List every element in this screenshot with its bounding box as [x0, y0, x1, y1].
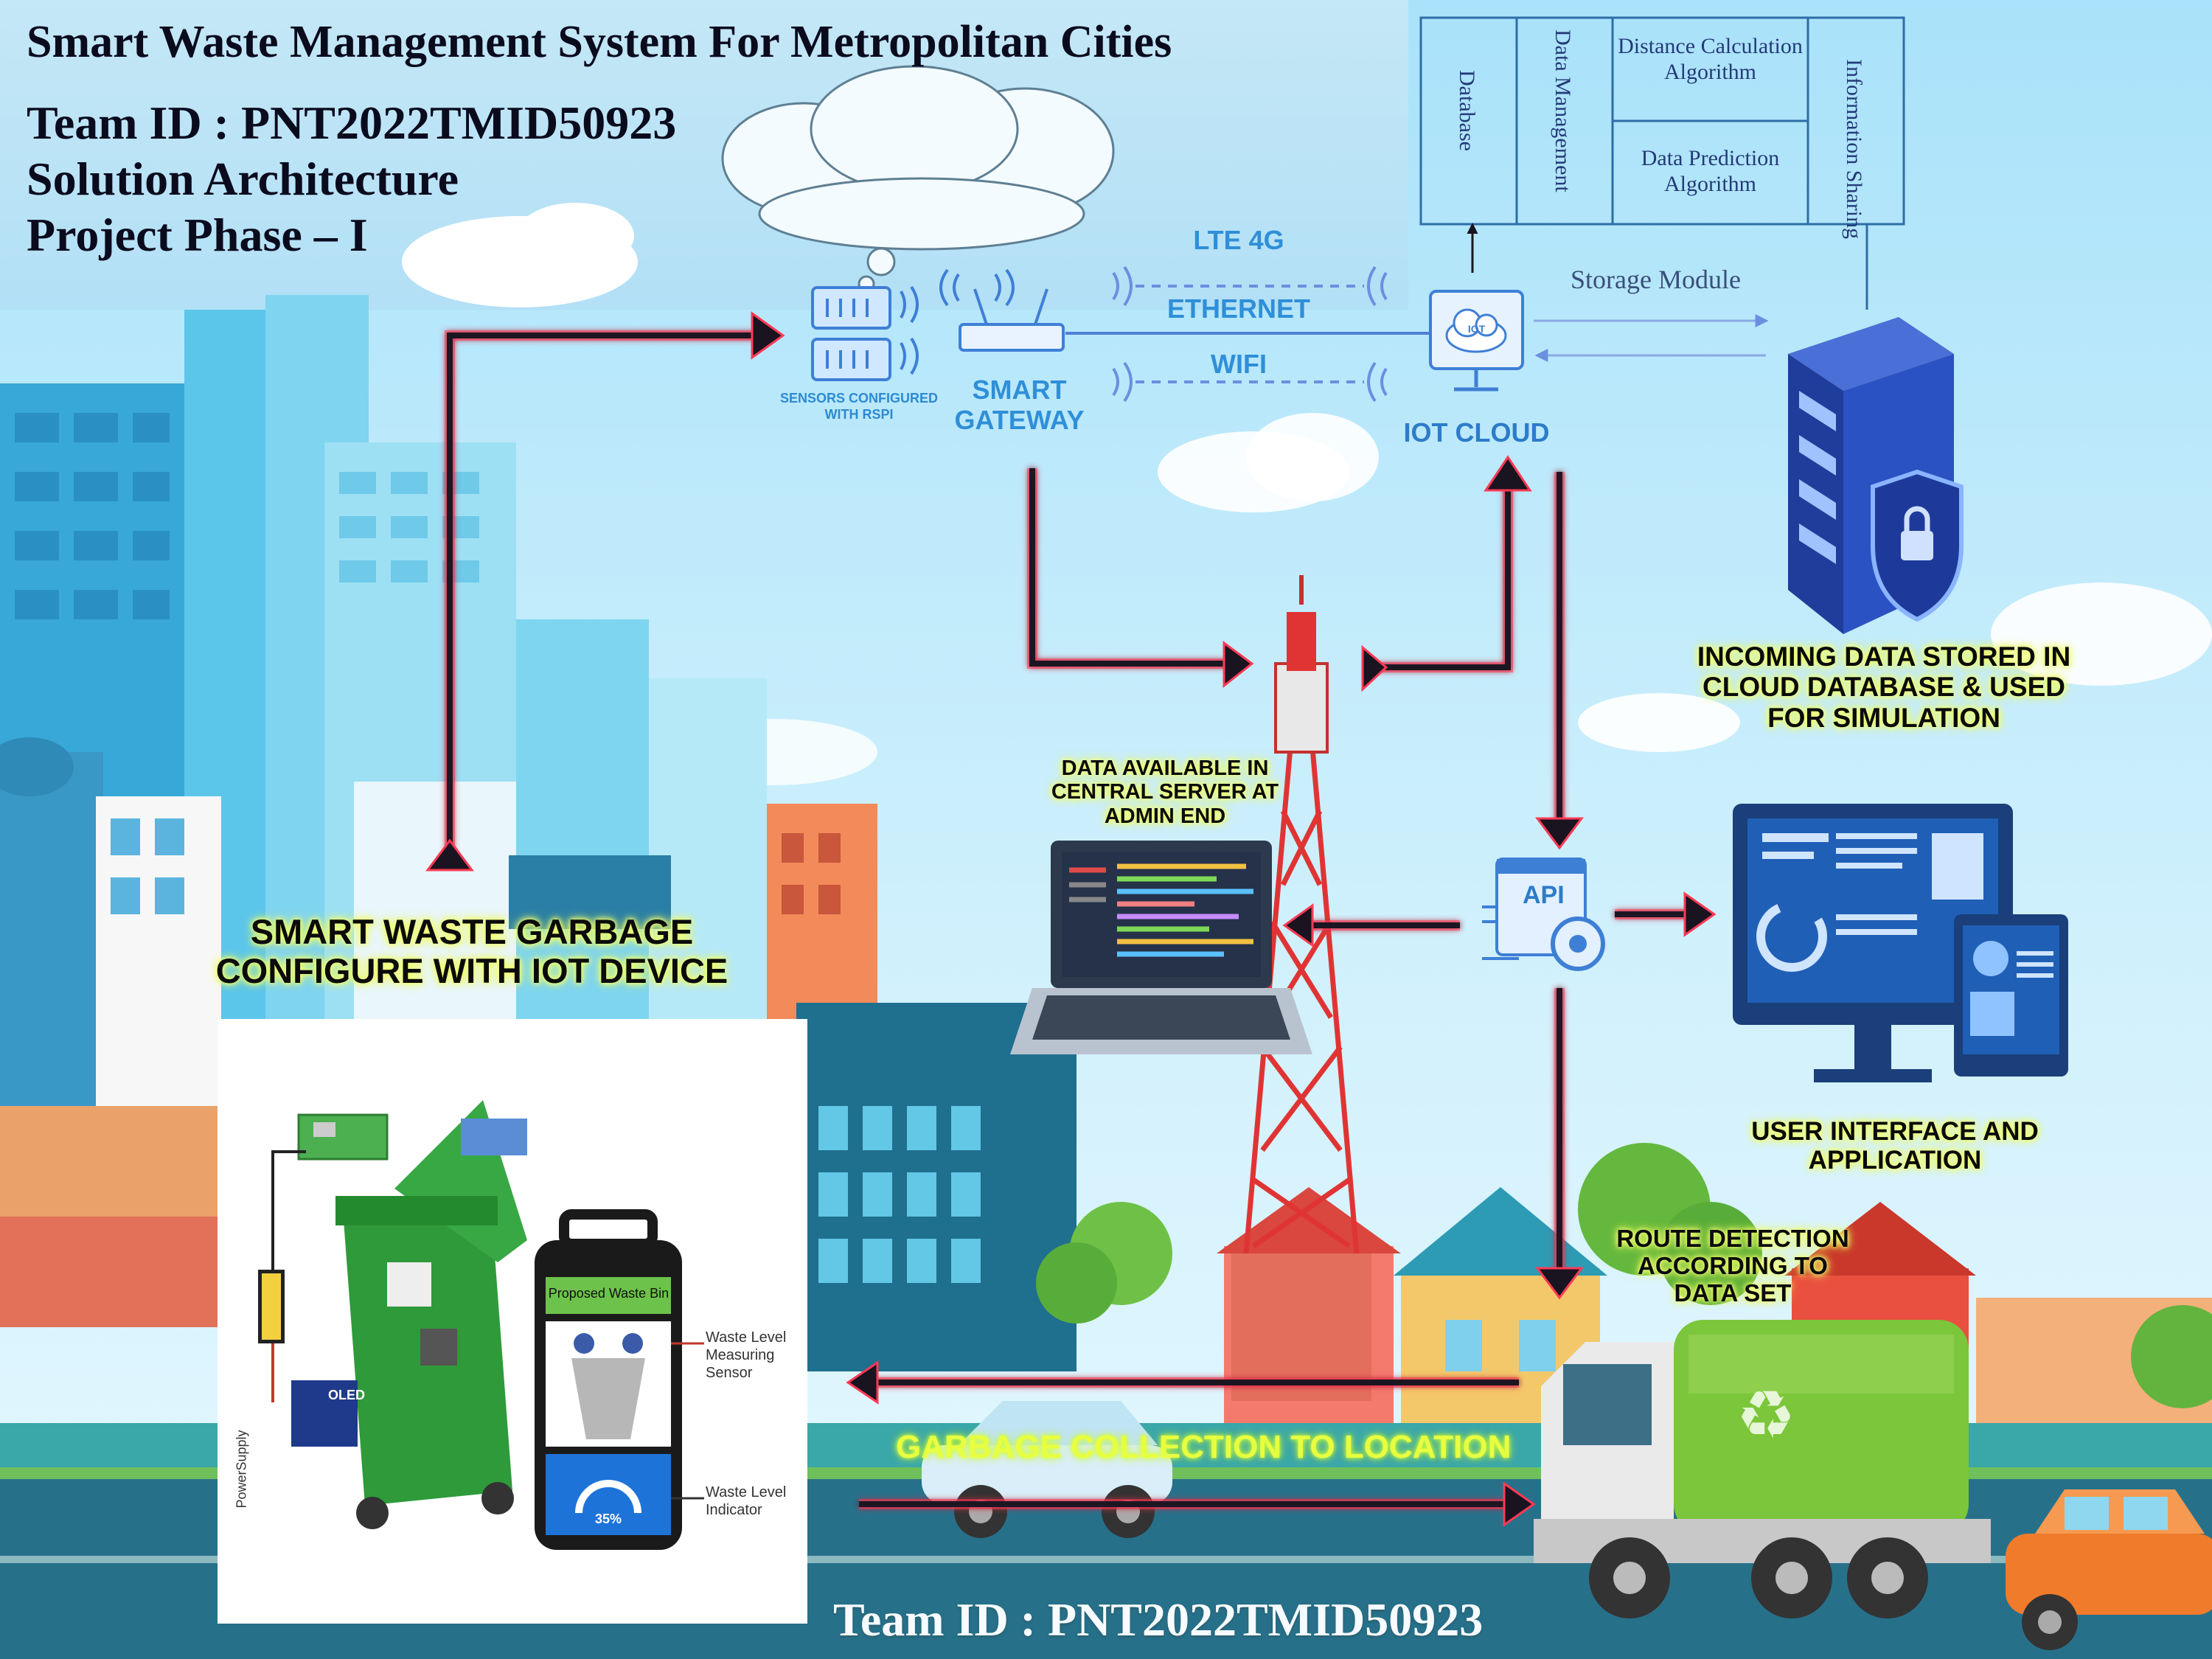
sensors-label: SENSORS CONFIGURED WITH RSPI — [779, 391, 939, 422]
arch-data-management: Data Management — [1551, 29, 1575, 192]
gateway-label: SMART GATEWAY — [954, 375, 1085, 436]
iot-cloud-icon — [1429, 290, 1524, 392]
cloud-shape — [721, 65, 1115, 293]
car-orange — [2006, 1489, 2212, 1650]
power-supply-label: PowerSupply — [234, 1430, 249, 1509]
lte-label: LTE 4G — [1193, 225, 1284, 255]
arch-prediction-algorithm: Data Prediction Algorithm — [1641, 146, 1780, 196]
api-icon — [1482, 858, 1605, 971]
incoming-data-caption: INCOMING DATA STORED IN CLOUD DATABASE &… — [1697, 641, 2071, 733]
header-panel — [0, 0, 1408, 310]
footer-team-id: Team ID : PNT2022TMID50923 — [833, 1593, 1484, 1646]
arch-information-sharing: Information Sharing — [1842, 59, 1866, 240]
smart-garbage-caption: SMART WASTE GARBAGE CONFIGURE WITH IOT D… — [215, 912, 728, 990]
subtitle: Solution Architecture — [27, 153, 459, 205]
level-indicator-label: Waste Level Indicator — [706, 1484, 787, 1518]
laptop-icon — [1010, 841, 1312, 1054]
proposed-bin-label: Proposed Waste Bin — [548, 1286, 669, 1301]
page-title: Smart Waste Management System For Metrop… — [27, 17, 1172, 67]
ethernet-label: ETHERNET — [1166, 293, 1310, 324]
level-sensor-label: Waste Level Measuring Sensor — [706, 1329, 787, 1381]
smart-bin-illustration — [258, 1100, 704, 1550]
arrow-heads — [425, 311, 1717, 1527]
flow-arrows — [445, 330, 1696, 1509]
router-icon — [959, 288, 1065, 352]
garbage-truck: ♻ — [1534, 1320, 1991, 1618]
api-label: API — [1523, 881, 1565, 909]
cloud-icon-text: IOT — [1467, 323, 1486, 335]
route-detection-caption: ROUTE DETECTION ACCORDING TO DATA SET — [1616, 1225, 1849, 1307]
arch-database: Database — [1455, 70, 1479, 151]
smart-bin-photo: OLED PowerSupply Proposed Waste Bin Wast… — [218, 1019, 807, 1624]
server-icon — [1788, 317, 1964, 634]
storage-module-label: Storage Module — [1571, 265, 1741, 294]
garbage-collection-caption: GARBAGE COLLECTION TO LOCATION — [896, 1429, 1512, 1465]
central-server-caption: DATA AVAILABLE IN CENTRAL SERVER AT ADMI… — [1051, 757, 1279, 828]
iot-cloud-label: IOT CLOUD — [1403, 417, 1550, 448]
project-phase: Project Phase – I — [27, 209, 368, 261]
svg-text:♻: ♻ — [1736, 1377, 1796, 1454]
sensors-icon — [811, 286, 891, 381]
wifi-label: WIFI — [1211, 349, 1267, 379]
user-interface-caption: USER INTERFACE AND APPLICATION — [1751, 1117, 2039, 1175]
level-value: 35% — [594, 1512, 622, 1526]
dashboard-monitor-icon — [1733, 804, 2068, 1082]
oled-label: OLED — [328, 1388, 366, 1402]
arch-distance-algorithm: Distance Calculation Algorithm — [1618, 34, 1803, 84]
team-id: Team ID : PNT2022TMID50923 — [27, 97, 677, 149]
